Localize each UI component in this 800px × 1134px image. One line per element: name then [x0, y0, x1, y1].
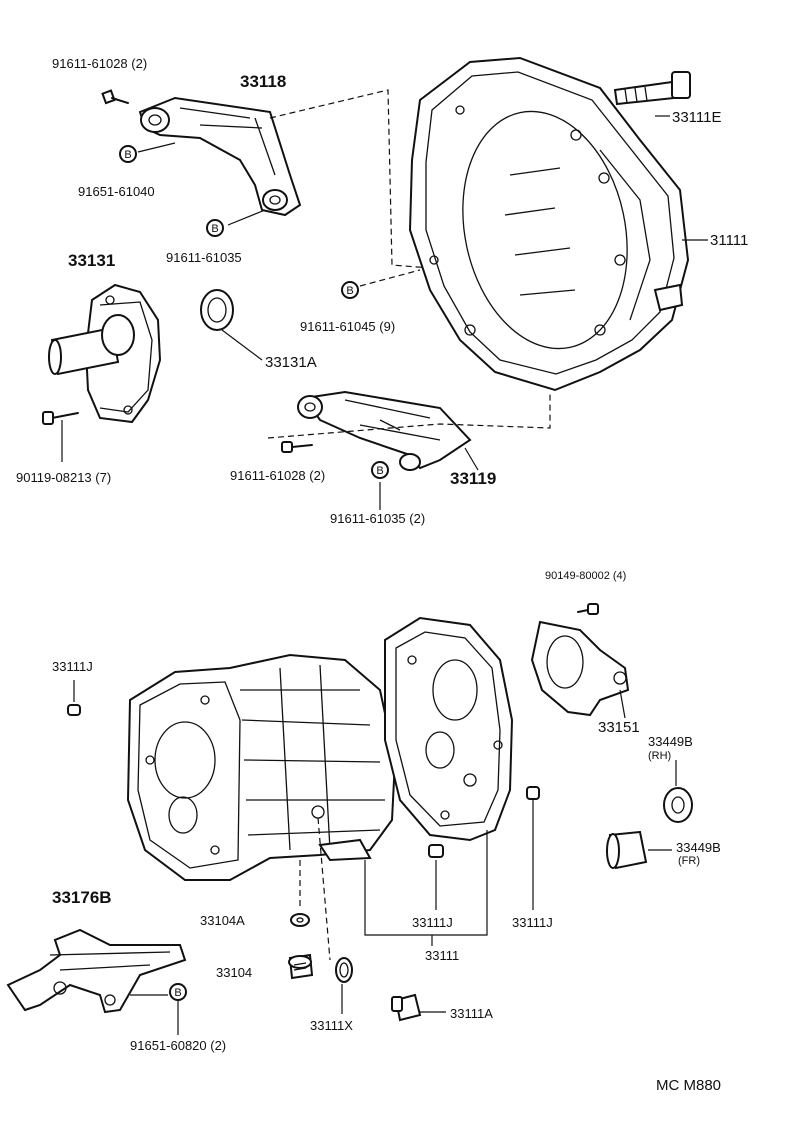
- bearing-33449B-fr: [606, 830, 672, 870]
- extension-adapter-33151: [530, 620, 630, 719]
- label-33176B: 33176B: [52, 888, 112, 907]
- label-91611-61045: 91611-61045 (9): [300, 319, 395, 334]
- label-31111: 31111: [710, 232, 748, 249]
- leader-33119: [464, 447, 479, 471]
- bolt-33111E: [613, 71, 691, 117]
- label-91611-61035-b: 91611-61035 (2): [330, 511, 425, 526]
- dowel-pin-33111J-right: [526, 786, 540, 910]
- svg-text:B: B: [124, 149, 131, 161]
- oil-seal-33131A: [200, 289, 263, 361]
- label-91611-61035-a: 91611-61035: [166, 250, 242, 265]
- bearing-33449B-rh: [663, 760, 693, 823]
- label-91611-61028-top: 91611-61028 (2): [52, 56, 147, 71]
- badge-b-91611-61045: B: [341, 281, 359, 299]
- label-33111A: 33111A: [450, 1006, 493, 1021]
- clutch-housing-31111: [408, 56, 690, 392]
- label-33111J-middle: 33111J: [412, 915, 453, 930]
- dowel-pin-33111J-middle: [428, 844, 444, 910]
- plug-33104: [288, 953, 314, 980]
- leader-91611-61035: [227, 209, 266, 226]
- diagram-code: MC M880: [656, 1077, 721, 1094]
- bolt-90119-08213: [42, 411, 79, 462]
- dashed-line-91611-61045: [359, 269, 421, 287]
- badge-b-91651-60820: B: [169, 983, 187, 1001]
- dashed-line-33119: [267, 392, 551, 439]
- label-91651-61040: 91651-61040: [78, 184, 155, 199]
- svg-text:B: B: [346, 285, 353, 297]
- label-33449B-rh: 33449B: [648, 734, 693, 749]
- label-91611-61028-lower: 91611-61028 (2): [230, 468, 325, 483]
- leader-91651-61040: [137, 142, 176, 153]
- bracket-33119: [297, 390, 472, 471]
- label-33118: 33118: [240, 72, 286, 91]
- badge-b-91611-61035-b: B: [371, 461, 389, 479]
- label-33111E: 33111E: [672, 109, 722, 126]
- bolt-91611-61028-lower: [281, 441, 313, 453]
- svg-text:B: B: [174, 987, 181, 999]
- label-33111J-right: 33111J: [512, 915, 553, 930]
- label-rh: (RH): [648, 750, 671, 762]
- bracket-33176B: [6, 928, 187, 1014]
- dowel-pin-33111J-left: [67, 680, 81, 716]
- gasket-33111X: [317, 817, 353, 1014]
- breather-33111A: [391, 993, 446, 1022]
- transmission-case-33111: [126, 653, 397, 881]
- label-33104: 33104: [216, 965, 252, 980]
- washer-33104A: [290, 860, 310, 927]
- svg-text:B: B: [211, 223, 218, 235]
- badge-b-91651-61040: B: [119, 145, 137, 163]
- label-33449B-fr: 33449B: [676, 840, 721, 855]
- dashed-line-33118: [269, 89, 431, 269]
- label-33104A: 33104A: [200, 913, 245, 928]
- label-33111X: 33111X: [310, 1018, 353, 1033]
- bolt-91611-61028-top: [101, 89, 129, 105]
- label-33119: 33119: [450, 469, 496, 488]
- label-90149-80002: 90149-80002 (4): [545, 570, 626, 582]
- label-fr: (FR): [678, 855, 700, 867]
- badge-b-91611-61035-a: B: [206, 219, 224, 237]
- bracket-33118: [138, 96, 302, 217]
- label-91651-60820: 91651-60820 (2): [130, 1038, 226, 1053]
- label-33131A: 33131A: [265, 354, 317, 371]
- label-33111J-left: 33111J: [52, 659, 93, 674]
- bolt-90149-80002: [577, 603, 599, 615]
- bearing-retainer-33131: [48, 283, 162, 424]
- label-33131: 33131: [68, 251, 115, 270]
- label-90119-08213: 90119-08213 (7): [16, 470, 111, 485]
- group-bracket-33111: [364, 830, 488, 936]
- intermediate-plate: [384, 616, 514, 842]
- label-33151: 33151: [598, 719, 640, 736]
- label-33111: 33111: [425, 948, 459, 963]
- svg-text:B: B: [376, 465, 383, 477]
